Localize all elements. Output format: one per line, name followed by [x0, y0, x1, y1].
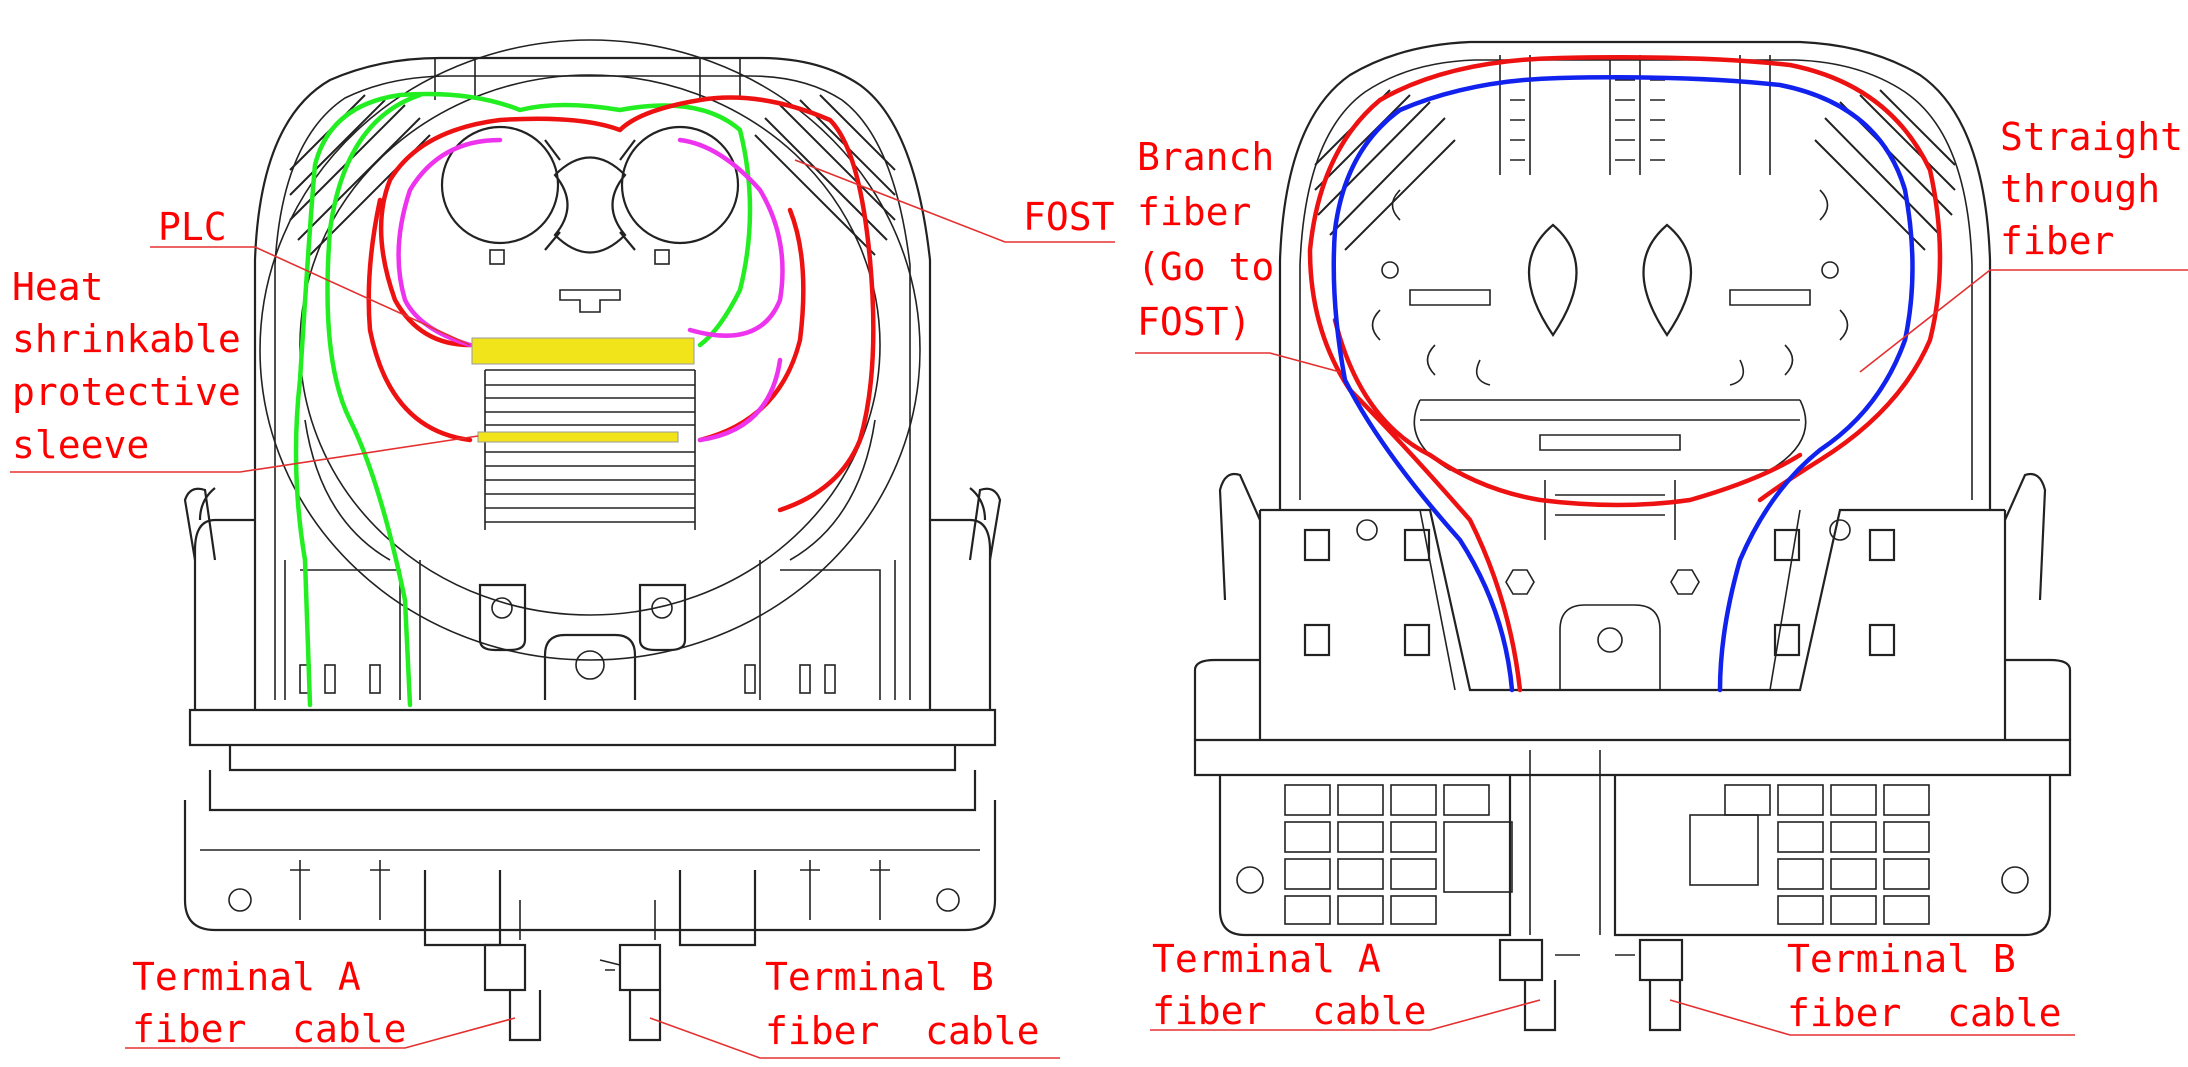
left-leaders — [10, 159, 1115, 1059]
label-branch-4: FOST) — [1137, 300, 1251, 344]
label-heat-4: sleeve — [12, 423, 149, 467]
red-fiber-right-2 — [1332, 317, 1433, 458]
heat-shrink-sleeve-upper — [471, 337, 695, 365]
label-term-b-left-1: Terminal B — [765, 955, 994, 999]
right-labels: Branch fiber (Go to FOST) Straight throu… — [1137, 115, 2183, 1035]
label-fost: FOST — [1023, 195, 1115, 239]
blue-fiber-right — [1331, 75, 1915, 693]
label-heat-3: protective — [12, 370, 241, 414]
label-straight-1: Straight — [2000, 115, 2183, 159]
label-term-b-left-2: fiber cable — [765, 1009, 1040, 1053]
label-term-a-left-2: fiber cable — [132, 1007, 407, 1051]
label-straight-2: through — [2000, 167, 2160, 211]
green-fiber-left — [293, 91, 753, 708]
left-enclosure-drawing — [183, 39, 1002, 1042]
label-branch-1: Branch — [1137, 135, 1274, 179]
label-heat-1: Heat — [12, 265, 104, 309]
left-fibers — [293, 91, 876, 708]
label-straight-3: fiber — [2000, 219, 2114, 263]
label-term-b-right-2: fiber cable — [1787, 991, 2062, 1035]
label-term-b-right-1: Terminal B — [1787, 937, 2016, 981]
label-branch-2: fiber — [1137, 190, 1251, 234]
right-enclosure-drawing — [1193, 40, 2072, 1032]
label-branch-3: (Go to — [1137, 245, 1274, 289]
green-fiber-left-2 — [325, 92, 423, 708]
label-term-a-right-2: fiber cable — [1152, 989, 1427, 1033]
label-term-a-right-1: Terminal A — [1152, 937, 1381, 981]
heat-shrink-sleeve-lower — [477, 431, 679, 443]
red-fiber-right — [1307, 55, 1943, 693]
right-leaders — [1135, 269, 2188, 1036]
label-plc: PLC — [158, 205, 227, 249]
label-heat-2: shrinkable — [12, 317, 241, 361]
right-fibers — [1307, 55, 1943, 693]
red-fiber-left-3 — [366, 197, 806, 443]
label-term-a-left-1: Terminal A — [132, 955, 361, 999]
left-labels: PLC Heat shrinkable protective sleeve FO… — [12, 195, 1115, 1053]
